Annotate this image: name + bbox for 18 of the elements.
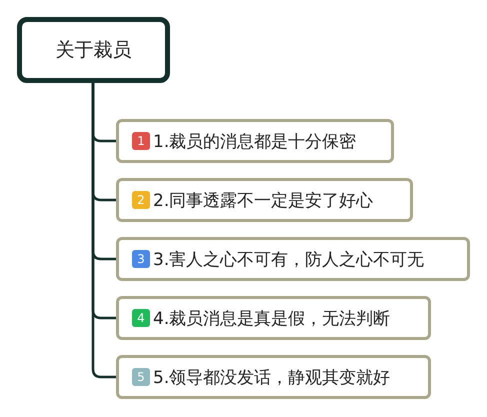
topic-box xyxy=(116,296,431,340)
topic-box xyxy=(116,178,413,222)
topic-text: 1.裁员的消息都是十分保密 xyxy=(153,130,356,152)
root-topic-box xyxy=(17,17,170,83)
root-topic-text: 关于裁员 xyxy=(56,38,132,63)
topic-text: 5.领导都没发话，静观其变就好 xyxy=(153,366,390,388)
priority-badge: 5 xyxy=(132,368,150,386)
priority-badge: 2 xyxy=(132,191,150,209)
topic-box xyxy=(116,119,394,163)
topic-text: 3.害人之心不可有，防人之心不可无 xyxy=(153,248,424,270)
priority-badge: 1 xyxy=(132,132,150,150)
priority-badge: 3 xyxy=(132,250,150,268)
topic-box xyxy=(116,237,470,281)
topic-text: 2.同事透露不一定是安了好心 xyxy=(153,190,374,212)
priority-badge: 4 xyxy=(132,309,150,327)
topic-text: 4.裁员消息是真是假，无法判断 xyxy=(153,308,390,330)
topic-box xyxy=(116,355,431,399)
connector-line xyxy=(92,83,116,378)
